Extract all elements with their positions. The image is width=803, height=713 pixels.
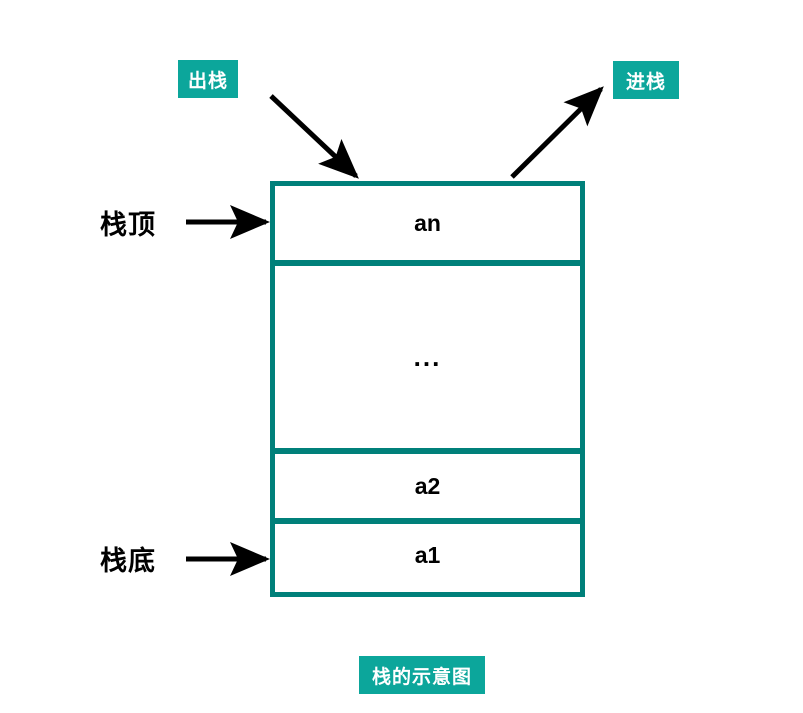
caption-badge: 栈的示意图 xyxy=(359,656,485,694)
push-arrow-icon xyxy=(510,86,604,179)
stack-top-label: 栈顶 xyxy=(100,210,156,240)
stack-cell-an: an xyxy=(275,186,580,260)
push-label-badge: 进栈 xyxy=(613,61,679,99)
stack-container: an ... a2 a1 xyxy=(270,181,585,597)
stack-cell-ellipsis: ... xyxy=(275,260,580,448)
pop-arrow-icon xyxy=(269,94,359,179)
stack-cell-a2: a2 xyxy=(275,448,580,518)
stack-bottom-label: 栈底 xyxy=(100,546,156,576)
stack-cell-a1: a1 xyxy=(275,518,580,586)
pop-label-badge: 出栈 xyxy=(178,60,238,98)
